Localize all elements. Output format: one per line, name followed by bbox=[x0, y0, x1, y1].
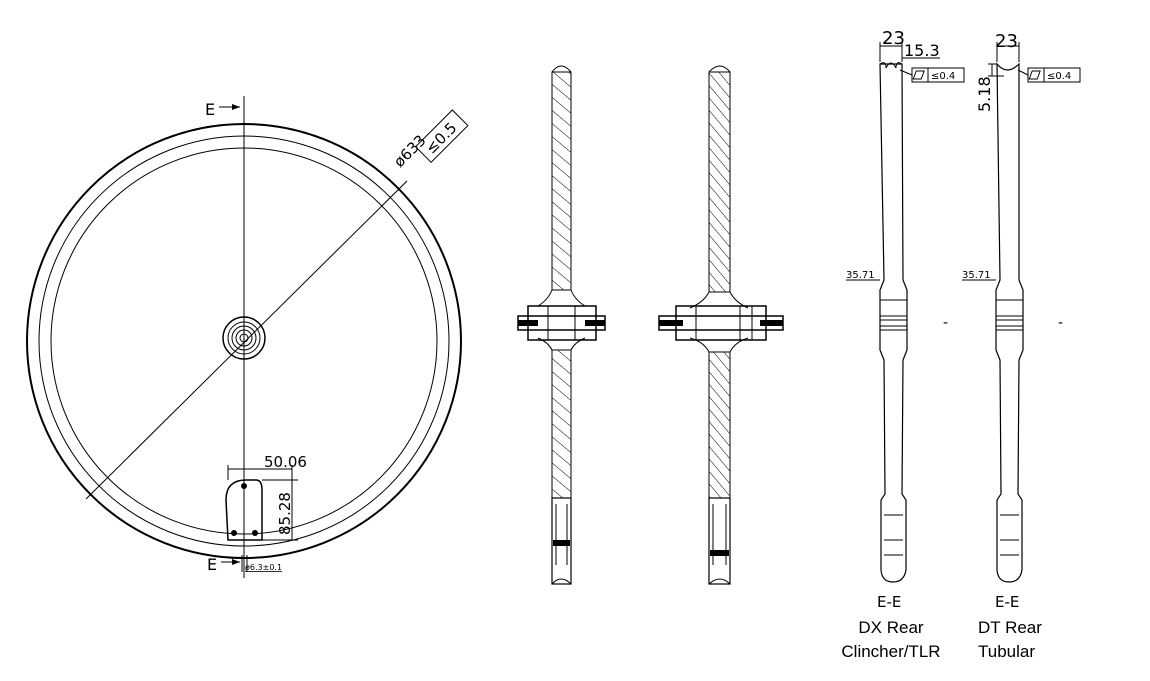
dx-inner-width: 15.3 bbox=[904, 41, 940, 60]
diameter-callout: ø633 ≤0.5 bbox=[390, 109, 469, 171]
dt-rim-width: 23 bbox=[995, 31, 1018, 52]
valve-cutout bbox=[225, 465, 298, 541]
wheel-front-view: E E ø633 ≤0.5 50.06 85.28 ø6.3±0. bbox=[26, 96, 469, 578]
wheel-side-view-1 bbox=[517, 65, 606, 585]
dx-flatness-tolerance: ≤0.4 bbox=[931, 71, 955, 82]
section-mark-bottom: E bbox=[207, 555, 217, 574]
dx-caption-line2: Clincher/TLR bbox=[841, 642, 940, 661]
dt-flatness-box bbox=[1027, 67, 1081, 83]
dx-side-mark: - bbox=[943, 315, 948, 331]
cutout-width: 50.06 bbox=[264, 453, 307, 471]
dx-hub-diameter: 35.71 bbox=[846, 270, 875, 281]
arrow-icon bbox=[232, 559, 240, 565]
dt-flatness-tolerance: ≤0.4 bbox=[1047, 71, 1071, 82]
cutout-height: 85.28 bbox=[276, 492, 294, 535]
valve-hole: ø6.3±0.1 bbox=[245, 563, 282, 572]
dt-bed-depth: 5.18 bbox=[975, 76, 994, 112]
dx-section-label: E-E bbox=[877, 593, 901, 611]
dt-hub-diameter: 35.71 bbox=[962, 270, 991, 281]
diameter-label: ø633 bbox=[390, 131, 429, 170]
parallelogram-icon bbox=[912, 70, 925, 80]
dx-flatness-box bbox=[911, 67, 965, 83]
dt-section-label: E-E bbox=[995, 593, 1019, 611]
dx-rim-width: 23 bbox=[882, 28, 905, 49]
section-mark-top: E bbox=[205, 100, 215, 119]
dt-side-mark: - bbox=[1058, 315, 1063, 331]
runout-tolerance-box bbox=[414, 109, 469, 164]
wheel-side-view-2 bbox=[658, 65, 784, 585]
arrow-icon bbox=[232, 104, 240, 110]
dt-rim-section: 23 5.18 ≤0.4 35.71 - E-E DT Rear Tubular bbox=[962, 31, 1081, 661]
dx-caption-line1: DX Rear bbox=[858, 618, 924, 637]
diameter-line bbox=[85, 180, 408, 500]
dt-caption-line2: Tubular bbox=[978, 642, 1035, 661]
parallelogram-icon bbox=[1028, 70, 1041, 80]
dt-caption-line1: DT Rear bbox=[978, 618, 1042, 637]
dx-rim-section: 23 15.3 ≤0.4 35.71 - E-E DX Rear Clinche… bbox=[841, 28, 965, 661]
hub bbox=[222, 316, 266, 360]
